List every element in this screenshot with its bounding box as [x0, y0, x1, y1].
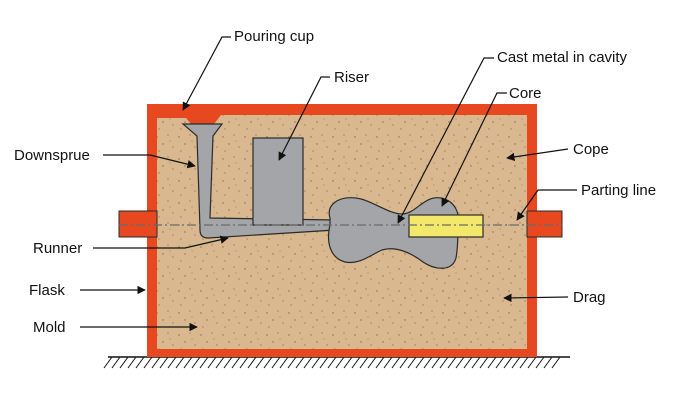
label-cast-metal: Cast metal in cavity [497, 49, 628, 66]
label-core: Core [509, 85, 542, 102]
label-riser: Riser [334, 69, 369, 86]
riser [252, 137, 304, 226]
core-arrow [441, 92, 507, 207]
parting-line-arrow [516, 189, 577, 221]
label-drag: Drag [573, 289, 606, 306]
leader-arrows [80, 36, 577, 332]
drag-arrow [503, 293, 569, 303]
flask-flange-right [526, 210, 563, 238]
label-cope: Cope [573, 141, 609, 158]
label-runner: Runner [33, 240, 82, 257]
label-parting-line: Parting line [581, 182, 656, 199]
downsprue-arrow [103, 154, 196, 169]
label-pouring-cup: Pouring cup [234, 28, 314, 45]
downsprue-and-runner [181, 123, 336, 239]
labels: Pouring cup Riser Cast metal in cavity C… [14, 28, 656, 336]
label-mold: Mold [33, 319, 66, 336]
cope-arrow [506, 148, 569, 162]
label-downsprue: Downsprue [14, 147, 90, 164]
runner-arrow [93, 235, 229, 249]
riser-arrow [278, 76, 330, 161]
core [408, 214, 484, 238]
ground-hatching [103, 356, 561, 369]
label-flask: Flask [29, 282, 65, 299]
cast-metal-arrow [397, 57, 494, 224]
pouring-cup-arrow [182, 36, 231, 111]
flask-flange-left [118, 210, 158, 238]
